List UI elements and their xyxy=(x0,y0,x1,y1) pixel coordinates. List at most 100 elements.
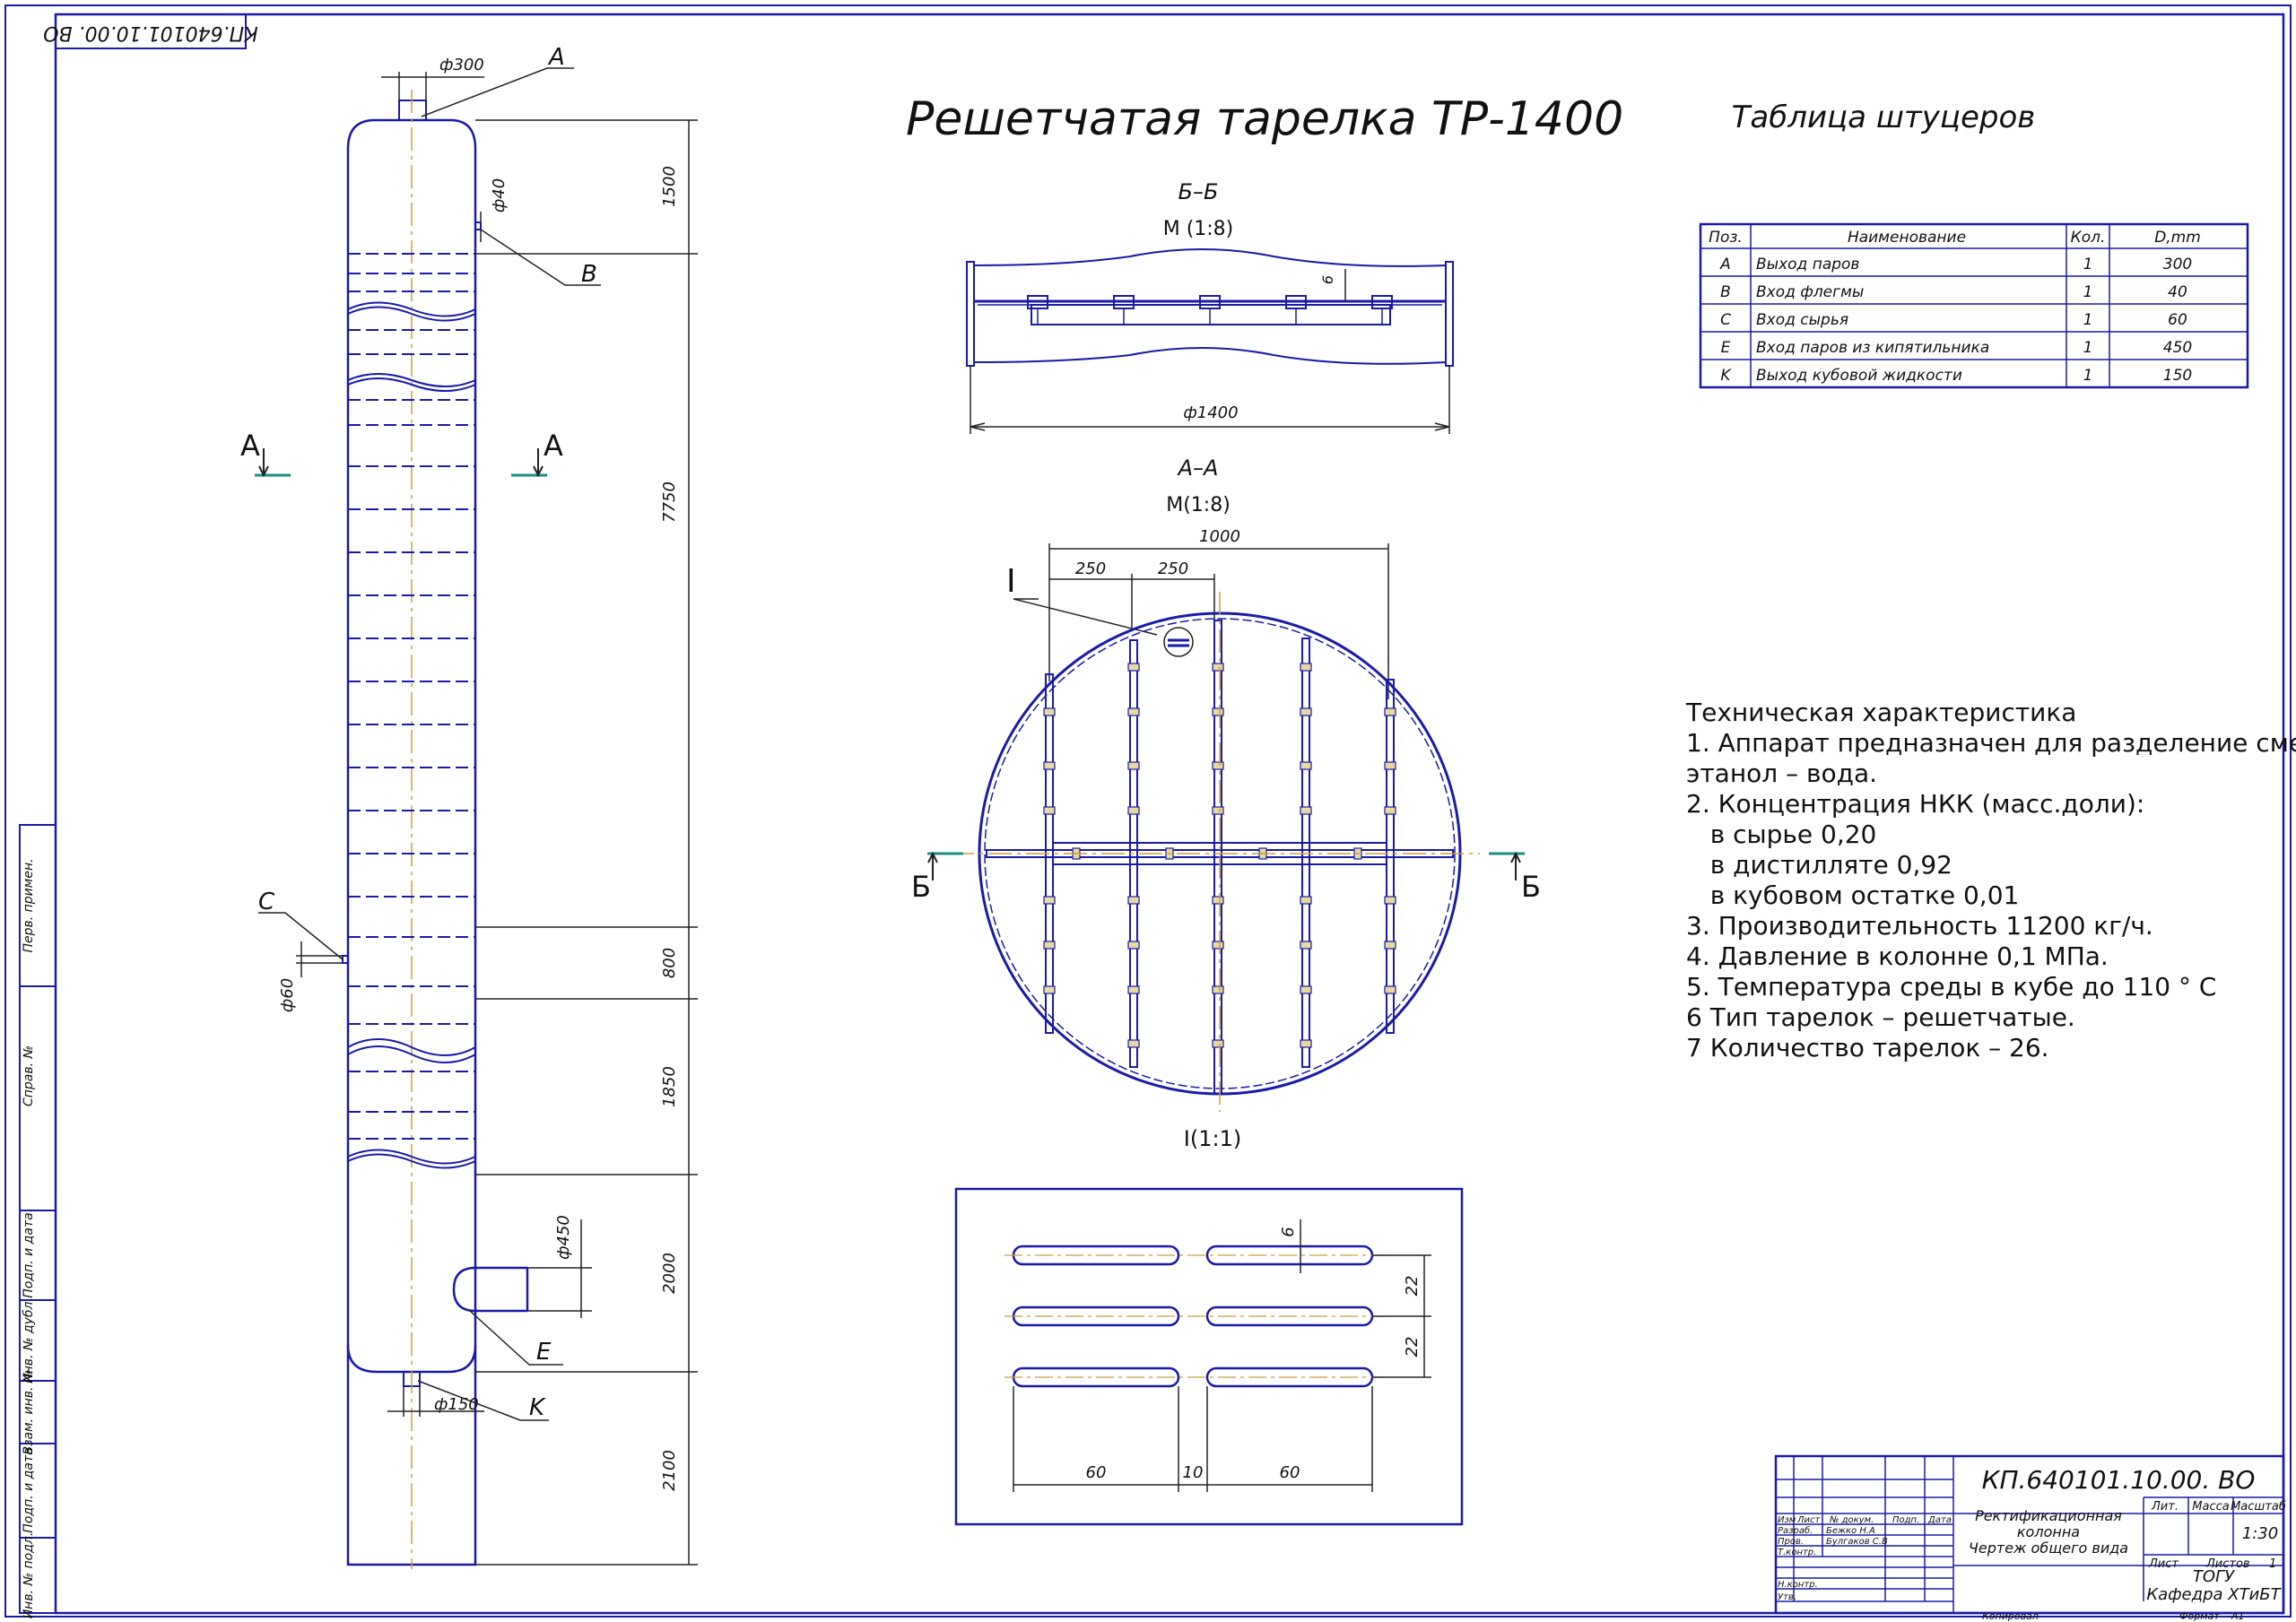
dia-300: ф300 xyxy=(439,56,484,74)
section-letter-a-left: А xyxy=(240,429,260,463)
svg-text:450: 450 xyxy=(2163,339,2192,357)
svg-text:Вход флегмы: Вход флегмы xyxy=(1756,283,1864,301)
svg-text:Формат: Формат xyxy=(2179,1610,2220,1622)
svg-text:1: 1 xyxy=(2083,311,2093,329)
height-2000: 2000 xyxy=(660,1253,679,1294)
tb-scale: 1:30 xyxy=(2242,1524,2278,1543)
dia-40: ф40 xyxy=(490,178,509,213)
svg-text:Вход паров из кипятильника: Вход паров из кипятильника xyxy=(1756,339,1989,357)
specs-title: Техническая характеристика xyxy=(1685,698,2076,727)
svg-text:300: 300 xyxy=(2163,256,2192,273)
svg-text:150: 150 xyxy=(2163,367,2192,385)
left-strip: Перв. примен. Справ. № Подп. и дата Инв.… xyxy=(19,824,57,1618)
spec-line: 2. Концентрация НКК (масс.доли): xyxy=(1686,789,2144,819)
svg-text:1: 1 xyxy=(2083,283,2093,301)
svg-text:Бежко Н.А: Бежко Н.А xyxy=(1826,1526,1875,1536)
section-bb-title: Б–Б xyxy=(1178,179,1219,204)
section-letter-b-left: Б xyxy=(911,870,931,904)
svg-text:Копировал: Копировал xyxy=(1982,1610,2039,1622)
nozzle-c xyxy=(342,955,349,964)
tb-name-2: колонна xyxy=(2017,1523,2080,1540)
svg-text:Разраб.: Разраб. xyxy=(1778,1525,1813,1536)
height-800: 800 xyxy=(660,948,679,978)
section-mark-b-right: Б xyxy=(1489,851,1541,904)
section-aa: А–А М(1:8) 1000 250 250 I xyxy=(911,455,1541,1112)
svg-text:Лист: Лист xyxy=(1796,1515,1822,1525)
section-mark-b-left: Б xyxy=(911,851,963,904)
label-e: E xyxy=(536,1339,552,1366)
svg-text:Листов: Листов xyxy=(2205,1557,2250,1571)
outer-frame xyxy=(4,4,2292,1618)
tb-code: КП.640101.10.00. ВО xyxy=(1982,1465,2256,1495)
svg-text:Выход паров: Выход паров xyxy=(1756,256,1859,273)
detail-pitch-2: 22 xyxy=(1403,1337,1422,1357)
label-a: A xyxy=(547,44,565,71)
svg-text:Подп.: Подп. xyxy=(1892,1515,1919,1525)
svg-text:Утв.: Утв. xyxy=(1778,1592,1796,1602)
table-row: K Выход кубовой жидкости 1 150 xyxy=(1720,367,2192,385)
detail-pitch-1: 22 xyxy=(1403,1276,1422,1297)
detail-width: 6 xyxy=(1279,1227,1298,1236)
svg-text:1: 1 xyxy=(2083,256,2093,273)
section-mark-a-right: А xyxy=(511,429,563,478)
svg-text:Пров.: Пров. xyxy=(1778,1537,1804,1547)
svg-text:A: A xyxy=(1719,256,1731,273)
svg-text:Лит.: Лит. xyxy=(2151,1500,2179,1514)
dia-150: ф150 xyxy=(434,1395,479,1414)
height-1500: 1500 xyxy=(660,166,679,207)
section-bb: Б–Б М (1:8) 6 ф1400 xyxy=(966,179,1454,434)
spec-line: 6 Тип тарелок – решетчатые. xyxy=(1686,1002,2075,1032)
title-block: КП.640101.10.00. ВО Ректификационная кол… xyxy=(1774,1454,2286,1622)
section-letter-a-right: А xyxy=(544,429,563,463)
svg-text:C: C xyxy=(1720,311,1731,329)
rotated-code: КП.640101.10.00. ВО xyxy=(43,22,258,44)
spec-line: этанол – вода. xyxy=(1686,759,1877,788)
spec-line: в сырье 0,20 xyxy=(1686,820,1876,849)
strip-label-3: Инв. № дубл. xyxy=(22,1297,36,1383)
spec-line: в дистилляте 0,92 xyxy=(1686,850,1952,880)
table-row: B Вход флегмы 1 40 xyxy=(1720,283,2187,301)
tray-grid-joints xyxy=(1043,663,1396,1048)
svg-text:Выход кубовой жидкости: Выход кубовой жидкости xyxy=(1756,367,1962,385)
section-letter-b-right: Б xyxy=(1521,870,1541,904)
detail-slot-len: 60 xyxy=(1086,1463,1107,1482)
nozzle-b xyxy=(474,221,482,230)
svg-text:Изм: Изм xyxy=(1778,1515,1796,1525)
drawing-title: Решетчатая тарелка ТР-1400 xyxy=(906,92,1623,146)
svg-text:B: B xyxy=(1720,283,1731,301)
dim-1000: 1000 xyxy=(1199,527,1240,546)
th-name: Наименование xyxy=(1848,229,1966,247)
dim-250-b: 250 xyxy=(1158,559,1188,578)
section-aa-scale: М(1:8) xyxy=(1166,494,1231,516)
nozzle-table: Таблица штуцеров Поз. Наименование Кол. … xyxy=(1699,100,2249,389)
spec-line: 3. Производительность 11200 кг/ч. xyxy=(1686,911,2153,941)
nozzle-e xyxy=(452,1266,527,1313)
detail-i: I(1:1) 6 22 22 6 xyxy=(954,1126,1464,1526)
column-shell xyxy=(346,118,477,1566)
height-7750: 7750 xyxy=(660,481,679,523)
spec-line: 4. Давление в колонне 0,1 МПа. xyxy=(1686,941,2109,971)
spec-line: 7 Количество тарелок – 26. xyxy=(1686,1033,2049,1063)
column-trays xyxy=(348,253,475,1140)
strip-label-4: Взам. инв. № xyxy=(22,1369,36,1454)
th-dia: D,mm xyxy=(2154,229,2201,247)
height-2100: 2100 xyxy=(660,1450,679,1491)
table-row: A Выход паров 1 300 xyxy=(1719,256,2192,273)
svg-text:Дата: Дата xyxy=(1927,1515,1952,1525)
callout-circle xyxy=(1163,627,1194,657)
detail-gap: 10 xyxy=(1183,1463,1204,1482)
column-view: 1500 7750 800 1850 2000 2100 ф300 ф40 ф6… xyxy=(240,44,698,1569)
svg-text:1: 1 xyxy=(2083,367,2093,385)
svg-text:А1: А1 xyxy=(2231,1610,2245,1622)
inner-frame xyxy=(54,13,2285,1615)
tray-grid-bars xyxy=(986,620,1454,1095)
label-c: C xyxy=(258,889,275,915)
height-1850: 1850 xyxy=(660,1066,679,1107)
svg-text:Масштаб: Масштаб xyxy=(2231,1500,2286,1514)
svg-text:№ докум.: № докум. xyxy=(1829,1515,1874,1525)
section-bb-thickness: 6 xyxy=(1319,275,1336,284)
section-bb-diameter: ф1400 xyxy=(1183,403,1238,422)
callout-i: I xyxy=(1006,563,1016,600)
svg-text:Булгаков С.В: Булгаков С.В xyxy=(1826,1537,1888,1547)
